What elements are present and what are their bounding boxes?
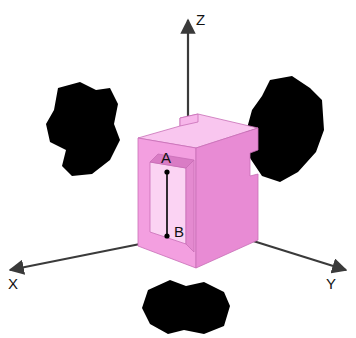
pink-cube — [138, 114, 258, 268]
axis-label: Y — [326, 276, 336, 291]
z-axis — [187, 20, 189, 122]
projection-bottom — [142, 280, 230, 334]
x-axis — [10, 244, 140, 270]
point-label: A — [161, 150, 171, 165]
point-b — [164, 233, 169, 238]
axis-label: Z — [196, 12, 205, 27]
notch-back — [150, 162, 186, 244]
cube-right-face — [196, 128, 258, 268]
projection-left — [46, 82, 120, 176]
point-a — [164, 169, 169, 174]
segment-ab — [166, 172, 168, 236]
axis-label: X — [8, 276, 18, 291]
y-axis — [250, 240, 346, 270]
notch-top — [150, 154, 194, 168]
cube-front-face — [138, 138, 196, 268]
point-label: B — [174, 224, 184, 239]
cube-step — [180, 114, 198, 126]
notch-side — [186, 160, 194, 252]
